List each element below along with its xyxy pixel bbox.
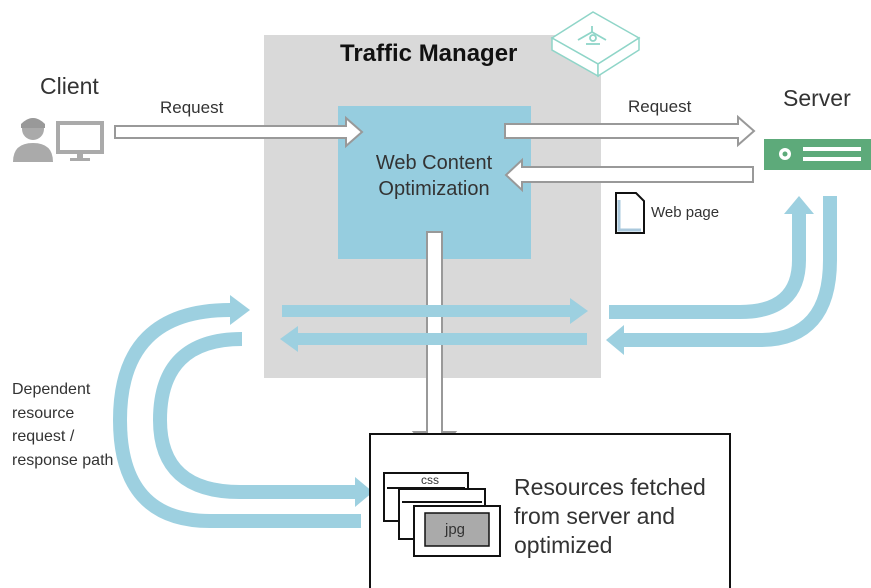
router-device-icon xyxy=(550,11,641,78)
css-file-label: css xyxy=(421,473,439,487)
resources-label: Resources fetched from server and optimi… xyxy=(514,474,706,558)
left-inner-loop-arrow xyxy=(152,332,373,507)
client-label: Client xyxy=(40,73,99,99)
web-page-label: Web page xyxy=(651,204,720,221)
client-request-arrow xyxy=(114,115,364,149)
client-request-label: Request xyxy=(160,98,224,117)
resource-files-icon xyxy=(383,472,501,557)
right-outer-loop-arrow xyxy=(606,196,837,355)
server-icon xyxy=(764,139,871,170)
server-request-arrow xyxy=(504,114,756,148)
server-label: Server xyxy=(783,85,851,111)
server-request-label: Request xyxy=(628,97,692,116)
server-response-arrow xyxy=(504,157,754,193)
dependent-flow-arrows xyxy=(280,298,588,352)
monitor-icon xyxy=(56,121,104,161)
dependent-path-label: Dependent resource request / response pa… xyxy=(12,381,114,469)
web-content-optimization-label: Web Content Optimization xyxy=(375,152,493,200)
left-loop-arrow xyxy=(112,295,361,528)
traffic-manager-title: Traffic Manager xyxy=(340,40,518,67)
user-icon xyxy=(13,118,53,162)
jpg-file-label: jpg xyxy=(444,521,466,538)
right-inner-loop-arrow xyxy=(609,196,814,319)
document-icon xyxy=(615,192,645,234)
